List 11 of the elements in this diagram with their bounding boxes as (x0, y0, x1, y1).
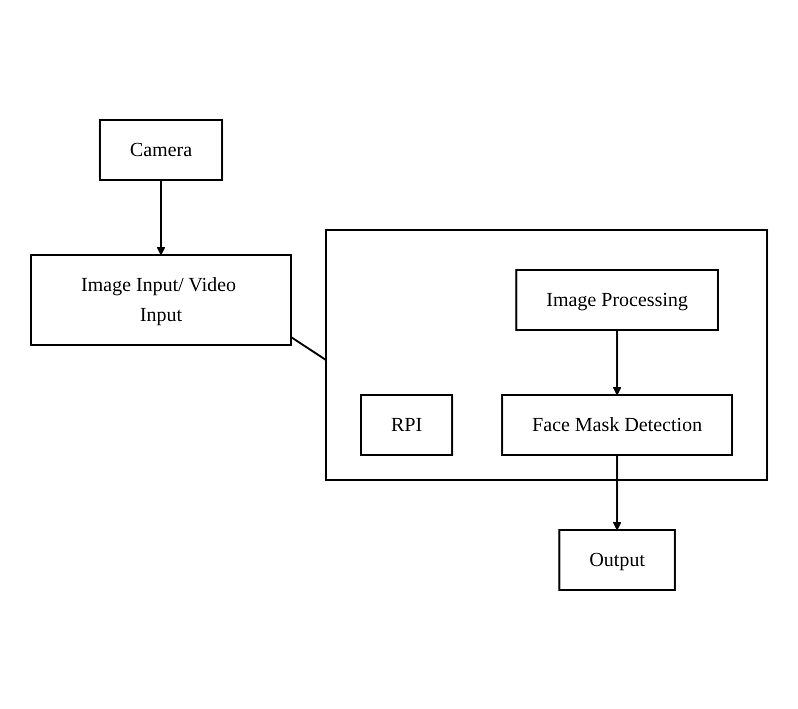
arrow (612, 454, 622, 530)
node-box: Image Input/ Video Input (30, 254, 292, 346)
connector (290, 336, 326, 360)
cluster (324, 228, 768, 480)
arrow (156, 180, 166, 255)
node-box: Image Processing (515, 268, 719, 330)
node-box: RPI (360, 394, 454, 456)
node-box: Output (558, 528, 676, 590)
arrow (612, 330, 622, 395)
node-box: Face Mask Detection (501, 394, 734, 456)
node-box: Camera (98, 118, 224, 180)
